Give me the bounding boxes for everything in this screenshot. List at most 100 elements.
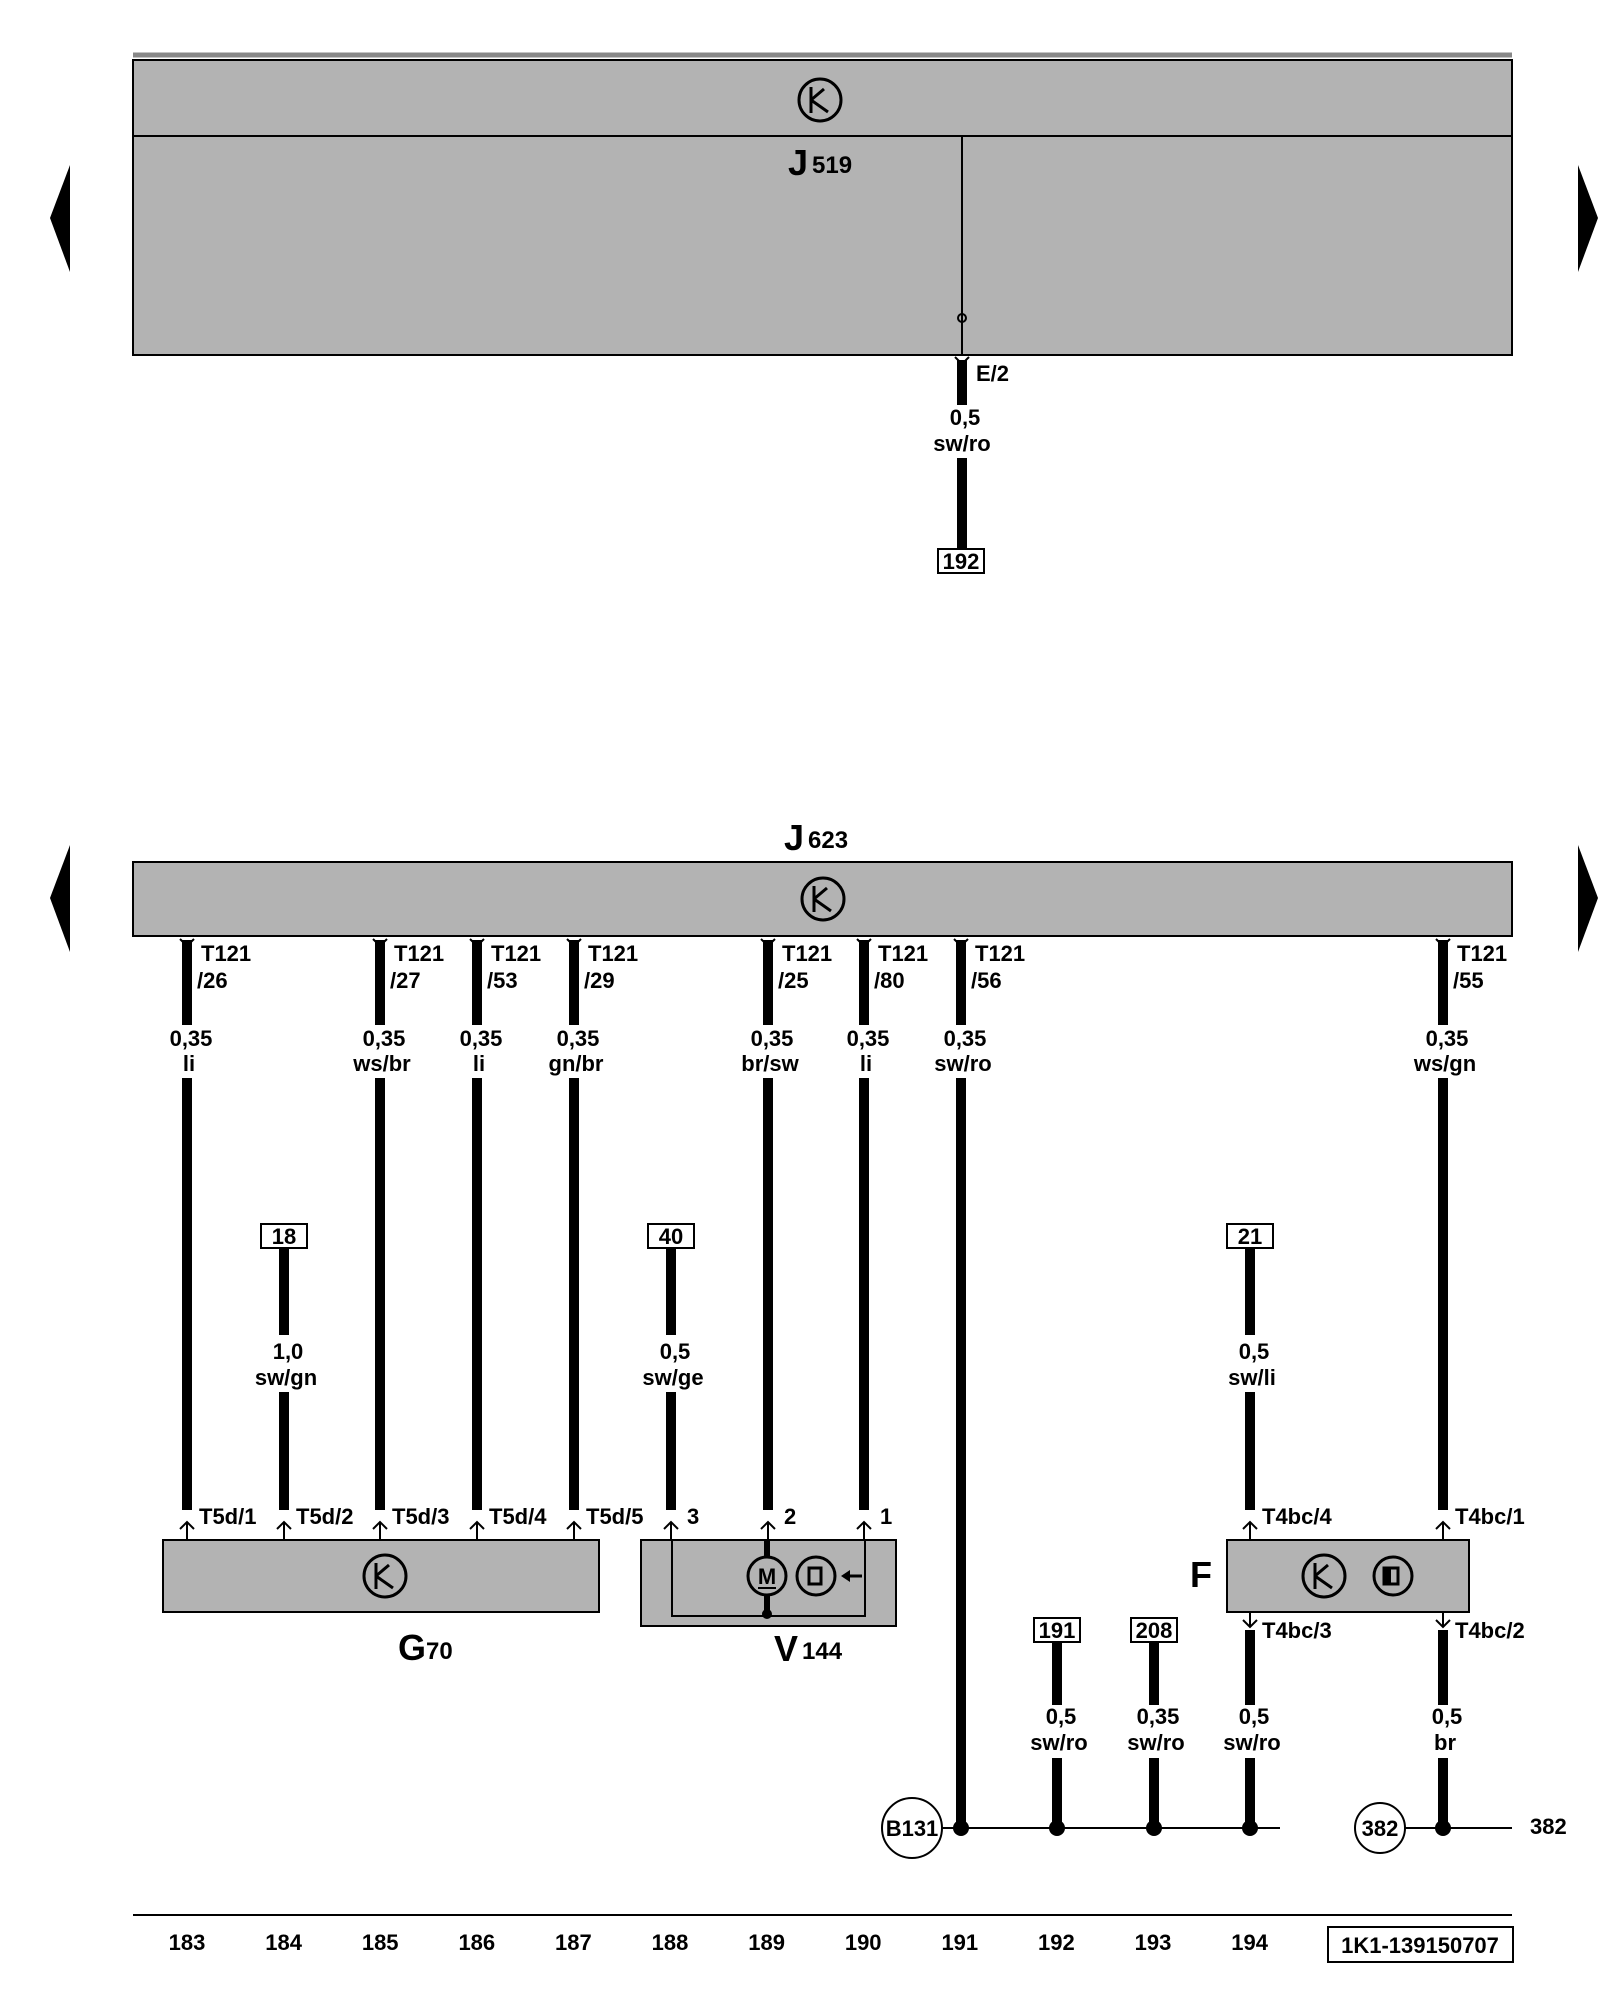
wire-size: 0,35 <box>847 1026 890 1051</box>
motor-icon: M <box>746 1555 788 1619</box>
wire-size: 0,35 <box>363 1026 406 1051</box>
wire-reference-box[interactable]: 18 <box>260 1223 308 1249</box>
nav-left-arrow-top[interactable] <box>50 165 70 272</box>
j519-letter: J <box>788 142 808 183</box>
wire-size: 0,5 <box>1239 1339 1270 1364</box>
electronic-control-icon <box>362 1553 408 1599</box>
ground-382-label: 382 <box>1362 1816 1399 1841</box>
wire-size: 0,35 <box>1137 1704 1180 1729</box>
component-pin: T5d/1 <box>179 1504 256 1540</box>
feed-wire: 181,0sw/gn <box>255 1223 317 1510</box>
feed-wire: 210,5sw/li <box>1226 1223 1276 1510</box>
component-pin: T5d/3 <box>372 1504 449 1540</box>
document-code-box: 1K1-139150707 <box>1327 1926 1514 1963</box>
pin-label-a: T121 <box>588 941 638 966</box>
nav-right-arrow-top[interactable] <box>1578 165 1598 272</box>
ground-b131-label: B131 <box>886 1816 939 1841</box>
track-number: 183 <box>169 1930 206 1955</box>
pin-label-a: T121 <box>782 941 832 966</box>
connector-arrow <box>1242 1619 1258 1629</box>
reference-box-frame <box>1130 1617 1178 1643</box>
junction-dot <box>1242 1820 1258 1836</box>
track-number: 187 <box>555 1930 592 1955</box>
wire-size: 0,5 <box>660 1339 691 1364</box>
wire-color: sw/ro <box>1030 1730 1087 1755</box>
pin-label-b: /55 <box>1453 968 1484 993</box>
component-pin: 1 <box>856 1504 892 1540</box>
component-pin: T5d/4 <box>469 1504 547 1540</box>
motor-label: M <box>758 1564 776 1589</box>
component-pin: T4bc/4 <box>1242 1504 1332 1540</box>
track-number: 188 <box>652 1930 689 1955</box>
v144-number: 144 <box>802 1638 843 1665</box>
electronic-control-icon <box>797 77 843 123</box>
pin-label: T5d/2 <box>296 1504 353 1529</box>
track-number: 192 <box>1038 1930 1075 1955</box>
feed-wire: 40 0,5sw/ge <box>642 1223 704 1510</box>
f-switch-letter: F <box>1190 1554 1212 1595</box>
ground-point-b131[interactable]: B131 <box>881 1797 943 1859</box>
v144-pin-group: 3 2 1 <box>663 1504 892 1540</box>
pin-label-b: /26 <box>197 968 228 993</box>
pin-label-a: T121 <box>201 941 251 966</box>
track-number-row: 1831841851861871881891901911921931941951… <box>169 1930 1462 1955</box>
pin-label-b: /56 <box>971 968 1002 993</box>
pin-label: T4bc/2 <box>1455 1618 1525 1643</box>
junction-dot <box>1435 1820 1451 1836</box>
component-pin: 2 <box>760 1504 796 1540</box>
wire-color: sw/ge <box>642 1365 703 1390</box>
pin-label: 3 <box>687 1504 699 1529</box>
j519-pin-label: E/2 <box>976 361 1009 386</box>
wire-reference-box[interactable]: 191 <box>1033 1617 1081 1643</box>
pin-label-a: T121 <box>975 941 1025 966</box>
g70-pin-group: T5d/1 T5d/2 T5d/3 T5d/4 T5d/5 <box>179 1504 643 1540</box>
pin-label: T5d/5 <box>586 1504 643 1529</box>
j519-number: 519 <box>812 152 852 179</box>
ground-point-382[interactable]: 382 <box>1354 1802 1406 1854</box>
electronic-control-icon <box>1301 1553 1347 1599</box>
track-number: 184 <box>265 1930 302 1955</box>
wire-color: sw/ro <box>1223 1730 1280 1755</box>
wire-reference[interactable]: 192 <box>943 549 980 574</box>
pin-label: T4bc/3 <box>1262 1618 1332 1643</box>
track-number: 185 <box>362 1930 399 1955</box>
wire-size: 0,35 <box>751 1026 794 1051</box>
pin-label-b: /29 <box>584 968 615 993</box>
pin-label: T4bc/4 <box>1262 1504 1332 1529</box>
wire-reference-box[interactable]: 208 <box>1130 1617 1178 1643</box>
component-pin: 3 <box>663 1504 699 1540</box>
wire-color: ws/br <box>352 1051 411 1076</box>
wire-color: sw/ro <box>1127 1730 1184 1755</box>
component-pin: T5d/5 <box>566 1504 643 1540</box>
wire-size: 0,35 <box>944 1026 987 1051</box>
nav-right-arrow-bottom[interactable] <box>1578 845 1598 952</box>
wire-reference-box[interactable]: 40 <box>647 1223 695 1249</box>
pin-label: 2 <box>784 1504 796 1529</box>
pin-label-b: /25 <box>778 968 809 993</box>
position-sensor-icon <box>795 1555 862 1597</box>
switch-contact-icon <box>1372 1555 1414 1597</box>
ground-wire: 191 0,5sw/ro <box>1030 1617 1088 1836</box>
j623-pin-group: T121/260,35liT121/270,35ws/brT121/530,35… <box>170 938 1507 1828</box>
nav-left-arrow-bottom[interactable] <box>50 845 70 952</box>
pin-label: T5d/1 <box>199 1504 256 1529</box>
wire-size: 0,5 <box>1046 1704 1077 1729</box>
wire-reference-box[interactable]: 21 <box>1226 1223 1274 1249</box>
wire-size: 0,5 <box>950 405 981 430</box>
pin-label-a: T121 <box>394 941 444 966</box>
wire-size: 0,35 <box>1426 1026 1469 1051</box>
wire-color: br/sw <box>741 1051 799 1076</box>
component-pin-bottom: T4bc/3 <box>1242 1612 1332 1643</box>
wire-color: sw/gn <box>255 1365 317 1390</box>
track-number: 194 <box>1231 1930 1268 1955</box>
j519-output-wire: E/2 0,5 sw/ro 192 <box>933 356 1009 574</box>
track-number: 189 <box>748 1930 785 1955</box>
